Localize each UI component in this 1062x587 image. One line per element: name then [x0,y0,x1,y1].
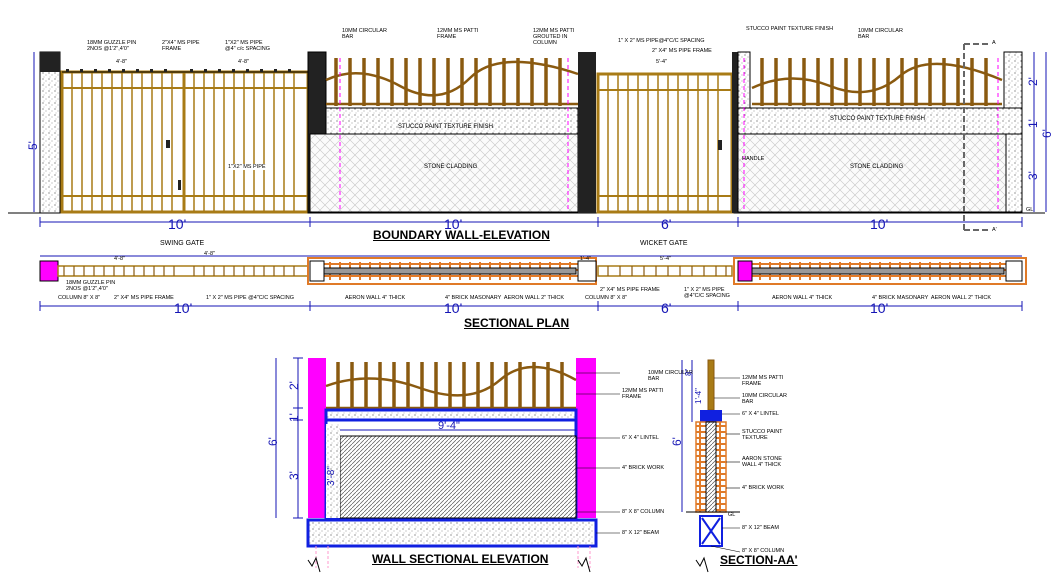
ws-beam-label: 8" X 12" BEAM [622,530,659,536]
section-aa-title: SECTION-AA' [720,553,798,567]
elev-wicket-spacing-label: 1" X 2" MS PIPE@4"C/C SPACING [618,38,705,44]
wall-sectional-elevation-title: WALL SECTIONAL ELEVATION [372,552,549,566]
elev-stucco-band-left: STUCCO PAINT TEXTURE FINISH [398,124,494,130]
elev-patti-grouted-label: 12MM MS PATTI GROUTED IN COLUMN [533,28,575,46]
elev-dim-seg1: 10' [168,216,187,232]
elev-top-dim-2: 4'-8" [238,59,249,65]
ws-dim-bot: 3' [287,471,301,480]
plan-aeron-left-label: AERON WALL 4" THICK [345,295,406,301]
plan-brick-right-label: 4" BRICK MASONARY AERON WALL 2" THICK [872,295,992,301]
ws-lintel-label: 6" X 4" LINTEL [622,435,659,441]
elev-stone-left: STONE CLADDING [424,164,478,170]
elev-gl-label: GL [1026,207,1034,213]
elev-circular-bar-label: 10MM CIRCULAR BAR [342,28,387,40]
elev-dim-seg4: 10' [870,216,889,232]
plan-brick-left-label: 4" BRICK MASONARY AERON WALL 2" THICK [445,295,565,301]
elev-patti-frame-label: 12MM MS PATTI FRAME [437,28,479,40]
aa-patti-frame-label: 12MM MS PATTI FRAME [742,375,784,387]
elev-dim-seg2: 10' [444,216,463,232]
aa-dim-a: 8" [684,368,693,376]
ws-brick-work-label: 4" BRICK WORK [622,465,664,471]
elev-dim-seg3: 6' [661,216,672,232]
plan-guzzle-pin-label: 18MM GUZZLE PIN 2NOS @1'2",4'0" [66,280,116,292]
plan-dim-seg2: 10' [444,300,463,316]
swing-gate-elevation [60,69,310,214]
plan-swing-gate-label: SWING GATE [160,240,205,247]
plan-wicket-frame-label: 2" X4" MS PIPE FRAME [600,287,660,293]
elev-dim-height-left: 5' [26,141,40,150]
wicket-gate-elevation [596,52,750,214]
elev-stone-right: STONE CLADDING [850,164,904,170]
elev-section-mark-top: A [992,40,996,46]
wall-panel-2 [737,51,1023,213]
plan-wicket-spacing-label: 1" X 2" MS PIPE @4"C/C SPACING [684,287,730,299]
aa-brick-work-label: 4" BRICK WORK [742,485,784,491]
elev-top-dim-3: 5'-4" [656,59,667,65]
wall-panel-1 [309,52,596,213]
plan-dim-seg3: 6' [661,300,672,316]
plan-dim-seg4: 10' [870,300,889,316]
aa-aaron-stone-label: AARON STONE WALL 4" THICK [742,456,782,468]
elev-ms-pipe-label: 1"X2" MS PIPE [228,164,266,170]
ws-circular-bar-label: 10MM CIRCULAR BAR [648,370,693,382]
elev-top-dim-1: 4'-8" [116,59,127,65]
plan-pipe-spacing-label: 1" X 2" MS PIPE @4"C/C SPACING [206,295,295,301]
plan-sub-dim-d: 1'-4" [580,256,591,262]
boundary-wall-elevation-title: BOUNDARY WALL-ELEVATION [373,228,550,242]
plan-sub-dim-b: 4'-8" [114,256,125,262]
wall-sectional-elevation-drawing [275,357,598,573]
aa-gl-label: GL [728,512,736,518]
aa-stucco-label: STUCCO PAINT TEXTURE [742,429,783,441]
ws-dim-top: 2' [287,381,301,390]
elev-circular-bar-right-label: 10MM CIRCULAR BAR [858,28,903,40]
elev-section-mark-bottom: A' [992,227,997,233]
plan-sub-dim-a: 4'-8" [204,251,215,257]
elev-dim-h-top: 2' [1026,77,1040,86]
ws-dim-total: 6' [266,437,280,446]
aa-dim-c: 6' [670,437,684,446]
elev-handle-label: HANDLE [742,156,765,162]
plan-aeron-right-label: AERON WALL 4" THICK [772,295,833,301]
ws-column-label: 8" X 8" COLUMN [622,509,665,515]
plan-dim-seg1: 10' [174,300,193,316]
elev-dim-h-mid: 1' [1026,119,1040,128]
aa-dim-b: 1'-4" [694,388,703,404]
boundary-wall-elevation [8,43,1047,231]
plan-pipe-frame-label: 2" X4" MS PIPE FRAME [114,295,174,301]
aa-beam-label: 8" X 12" BEAM [742,525,779,531]
elev-pipe-spacing-label: 1"X2" MS PIPE @4" c/c SPACING [225,40,271,52]
elev-wicket-frame-label: 2" X4" MS PIPE FRAME [652,48,712,54]
elev-stucco-top-label: STUCCO PAINT TEXTURE FINISH [746,26,834,32]
sectional-plan-title: SECTIONAL PLAN [464,316,570,330]
plan-wicket-column-label: COLUMN 8" X 8" [585,295,628,301]
section-aa-drawing [681,359,740,573]
elev-stucco-band-right: STUCCO PAINT TEXTURE FINISH [830,116,926,122]
ws-inner-width-label: 9'-4" [438,420,460,432]
aa-column-label: 8" X 8" COLUMN [742,548,785,554]
elev-pipe-frame-label: 2"X4" MS PIPE FRAME [162,40,200,52]
plan-wicket-gate-label: WICKET GATE [640,240,688,247]
ws-dim-mid: 1' [287,413,301,422]
elev-dim-h-total: 6' [1040,129,1054,138]
aa-circular-bar-label: 10MM CIRCULAR BAR [742,393,787,405]
elev-guzzle-pin-label: 18MM GUZZLE PIN 2NOS @1'2",4'0" [87,40,137,52]
ws-patti-frame-label: 12MM MS PATTI FRAME [622,388,664,400]
plan-sub-dim-c: 5'-4" [660,256,671,262]
plan-column-label: COLUMN 8" X 8" [58,295,101,301]
elev-dim-h-bot: 3' [1026,171,1040,180]
ws-inner-height-label: 3'-8" [326,466,337,486]
sectional-plan [39,255,1027,311]
aa-lintel-label: 6" X 4" LINTEL [742,411,779,417]
